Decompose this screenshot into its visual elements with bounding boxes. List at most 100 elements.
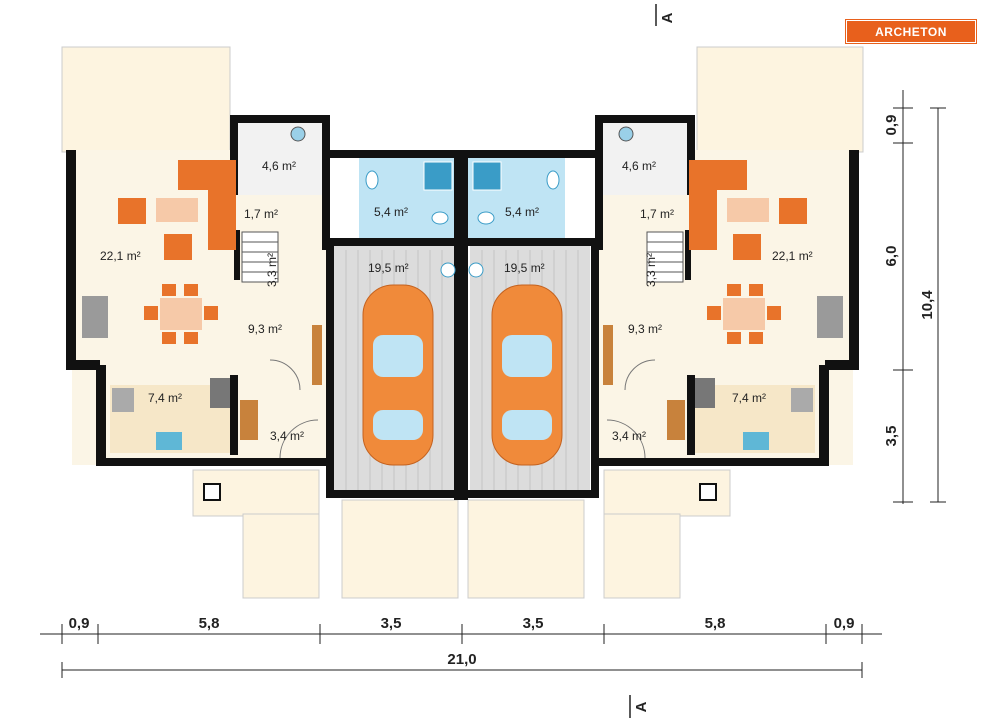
wall-kitchen-left	[230, 375, 238, 455]
fireplace-left	[82, 296, 108, 338]
label-right-living: 22,1 m²	[772, 249, 813, 263]
wall-left-step	[66, 360, 100, 370]
label-right-kitchen: 7,4 m²	[732, 391, 766, 405]
furniture	[82, 126, 843, 501]
path-left	[242, 513, 320, 599]
wall-stairs-right	[685, 230, 691, 280]
section-markers: A A	[629, 4, 676, 718]
label-left-hall-small: 1,7 m²	[244, 207, 278, 221]
fireplace-right	[817, 296, 843, 338]
walls	[66, 115, 859, 500]
wardrobe-left	[312, 325, 322, 385]
stairs-right	[646, 231, 684, 283]
armchair-left-2	[164, 234, 192, 260]
wall-party	[454, 150, 468, 500]
label-left-bath: 5,4 m²	[374, 205, 408, 219]
wc-right-toilet-icon	[618, 126, 634, 142]
shower-left-icon	[423, 161, 453, 191]
wall-right-outer	[849, 150, 859, 365]
label-left-vestibule: 3,4 m²	[270, 429, 304, 443]
dim-bottom-total: 21,0	[447, 651, 476, 668]
fridge-right-icon	[695, 378, 715, 408]
coffee-table-left	[156, 198, 198, 222]
wc-left-toilet-icon	[290, 126, 306, 142]
dim-bottom-6: 0,9	[834, 615, 855, 632]
wall-kitchen-right	[687, 375, 695, 455]
cabinet-right	[667, 400, 685, 440]
wall-mid-left	[322, 115, 330, 250]
label-right-vestibule: 3,4 m²	[612, 429, 646, 443]
wc-left	[237, 120, 327, 195]
section-marker-bottom: A	[633, 701, 650, 712]
label-left-garage: 19,5 m²	[368, 261, 409, 275]
dim-right-1: 0,9	[883, 115, 900, 136]
wall-mid-right	[595, 115, 603, 250]
dimension-right	[893, 90, 946, 504]
wall-right-lower	[819, 365, 829, 465]
dining-table-left	[160, 298, 202, 330]
dim-bottom-2: 5,8	[199, 615, 220, 632]
room-labels: 4,6 m² 1,7 m² 5,4 m² 22,1 m² 3,3 m² 9,3 …	[100, 159, 813, 443]
shower-right-icon	[472, 161, 502, 191]
wc-right	[598, 120, 688, 195]
stove-left-icon	[112, 388, 134, 412]
chimney-right-icon	[699, 483, 717, 501]
dimension-right-labels: 0,9 6,0 3,5 10,4	[883, 115, 936, 447]
armchair-right-2	[733, 234, 761, 260]
dim-right-total: 10,4	[919, 290, 936, 320]
driveway-left	[341, 499, 459, 599]
toilet-right-icon	[546, 170, 560, 190]
wall-garage-bottom-left	[326, 490, 464, 498]
label-right-bath: 5,4 m²	[505, 205, 539, 219]
stairs	[241, 231, 684, 283]
wall-wc-right	[687, 115, 695, 195]
wall-left-lower	[96, 365, 106, 465]
wall-left-bottom	[96, 458, 334, 466]
label-left-wc: 4,6 m²	[262, 159, 296, 173]
wall-bath-top-left	[330, 150, 460, 158]
wardrobe-right	[603, 325, 613, 385]
stove-right-icon	[791, 388, 813, 412]
armchair-right	[779, 198, 807, 224]
wall-wc-top	[230, 115, 330, 123]
basin-left-icon	[431, 211, 449, 225]
toilet-left-icon	[365, 170, 379, 190]
wall-garage-top-left	[326, 238, 458, 246]
label-right-dining: 9,3 m²	[628, 322, 662, 336]
archeton-logo: ARCHETON	[846, 20, 976, 43]
wall-right-step	[825, 360, 859, 370]
wall-wc-top-right	[595, 115, 695, 123]
path-right	[603, 513, 681, 599]
section-marker-top: A	[659, 12, 676, 23]
wall-right-bottom	[591, 458, 829, 466]
label-left-living: 22,1 m²	[100, 249, 141, 263]
armchair-left	[118, 198, 146, 224]
sofa-right-side	[689, 160, 717, 250]
wall-bath-top-right	[465, 150, 595, 158]
dim-right-3: 3,5	[883, 426, 900, 447]
terrace-right-top	[696, 46, 864, 153]
dim-bottom-3: 3,5	[381, 615, 402, 632]
fridge-left-icon	[210, 378, 230, 408]
garage-sink-left-icon	[440, 262, 456, 278]
basin-right-icon	[477, 211, 495, 225]
coffee-table-right	[727, 198, 769, 222]
terrace-left-top	[61, 46, 231, 153]
wall-garage-bottom-right	[461, 490, 599, 498]
chimney-left-icon	[203, 483, 221, 501]
dim-bottom-4: 3,5	[523, 615, 544, 632]
label-right-wc: 4,6 m²	[622, 159, 656, 173]
wall-stairs-left	[234, 230, 240, 280]
wall-garage-right	[591, 238, 599, 498]
logo-text: ARCHETON	[875, 24, 947, 39]
label-right-stairs: 3,3 m²	[644, 253, 658, 287]
dimension-bottom-labels: 0,9 5,8 3,5 3,5 5,8 0,9 21,0	[69, 615, 855, 668]
wall-garage-left	[326, 238, 334, 498]
dim-bottom-5: 5,8	[705, 615, 726, 632]
stairs-left	[241, 231, 279, 283]
label-left-dining: 9,3 m²	[248, 322, 282, 336]
driveway-right	[467, 499, 585, 599]
dim-right-2: 6,0	[883, 246, 900, 267]
dimension-bottom	[40, 624, 882, 678]
car-left	[362, 284, 434, 466]
